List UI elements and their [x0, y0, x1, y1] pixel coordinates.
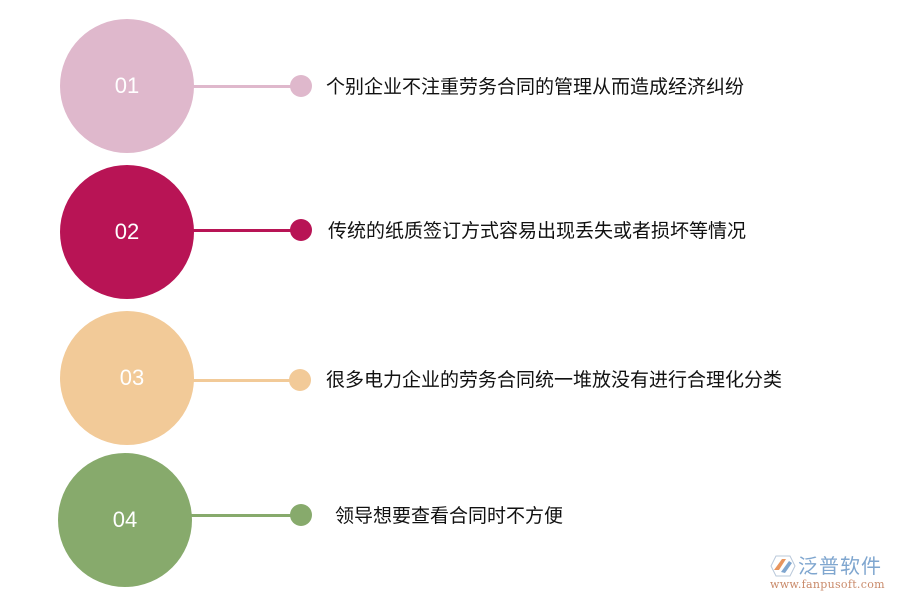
list-item-02: 02 传统的纸质签订方式容易出现丢失或者损坏等情况 — [0, 0, 900, 299]
list-item-01: 01 个别企业不注重劳务合同的管理从而造成经济纠纷 — [0, 0, 900, 153]
item-number: 02 — [114, 219, 140, 244]
item-number: 03 — [119, 365, 145, 390]
number-circle-01: 01 — [60, 19, 194, 153]
connector-line — [193, 379, 303, 382]
item-number: 01 — [114, 73, 140, 98]
item-text: 传统的纸质签订方式容易出现丢失或者损坏等情况 — [328, 220, 747, 242]
list-item-04: 04 领导想要查看合同时不方便 — [0, 0, 900, 587]
logo-name: 泛普软件 — [798, 554, 882, 578]
item-text: 领导想要查看合同时不方便 — [335, 505, 564, 527]
item-text: 个别企业不注重劳务合同的管理从而造成经济纠纷 — [326, 76, 745, 98]
bullet-dot — [290, 219, 312, 241]
bullet-dot — [290, 75, 312, 97]
connector-line — [190, 514, 302, 517]
connector-line — [193, 229, 303, 232]
list-item-03: 03 很多电力企业的劳务合同统一堆放没有进行合理化分类 — [0, 0, 900, 445]
logo-url: www.fanpusoft.com — [770, 578, 885, 591]
number-circle-02: 02 — [60, 165, 194, 299]
fanpu-logo: 泛普软件 www.fanpusoft.com — [770, 553, 895, 595]
fanpu-hexagon-logo-icon — [770, 555, 796, 577]
item-number: 04 — [112, 507, 138, 532]
connector-line — [193, 85, 303, 88]
item-text: 很多电力企业的劳务合同统一堆放没有进行合理化分类 — [326, 369, 783, 391]
bullet-dot — [290, 504, 312, 526]
number-circle-04: 04 — [58, 453, 192, 587]
number-circle-03: 03 — [60, 311, 194, 445]
bullet-dot — [289, 369, 311, 391]
